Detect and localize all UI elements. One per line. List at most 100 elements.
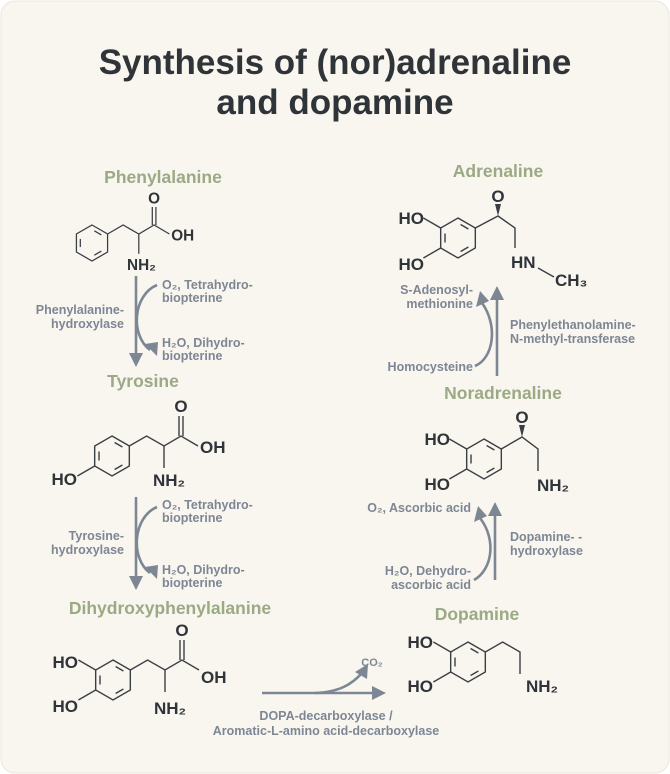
atom-o: O [174,397,187,416]
wedge-bond [519,425,525,437]
compound-name: Dihydroxyphenylalanine [69,598,272,618]
cofactor-arrow [473,517,492,582]
ring-double-bond [114,441,123,448]
arrow-head [355,664,368,679]
arrow-head [474,506,487,522]
dopamine-structure: HO HO NH₂ [408,633,559,696]
arrow-head [145,565,158,579]
bond [77,465,96,477]
compound-name: Tyrosine [107,371,179,391]
atom-ho: HO [408,677,434,696]
bond [537,267,555,278]
bond [423,247,442,259]
atom-ho: HO [425,430,451,449]
cofactor-in: O₂, Tetrahydro- [162,278,253,292]
compound-name: Phenylalanine [104,167,222,187]
phenylalanine: Phenylalanine O OH NH₂ [75,167,222,274]
reaction-phe-to-tyr: O₂, Tetrahydro- biopterine Phenylalanine… [36,276,253,367]
cofactor-out: H₂O, Dihydro- [162,336,245,350]
enzyme-label: Phenylalanine- [36,303,124,317]
ring-double-bond [114,464,123,471]
cofactor-arrow [474,302,494,368]
atom-oh: OH [201,668,227,687]
bond [484,641,521,674]
atom-nh2: NH₂ [127,257,156,274]
bond [433,671,452,683]
bond [433,641,452,653]
phenylalanine-structure: O OH NH₂ [75,190,194,274]
cofactor-in: H₂O, Dehydro- [385,564,471,578]
cofactor-arrow [314,672,363,695]
ring-double-bond [115,688,124,695]
atom-hn: HN [511,253,536,272]
reaction-tyr-to-dopa: O₂, Tetrahydro- biopterine Tyrosine- hyd… [51,497,253,590]
cofactor-arrow [135,505,158,575]
arrow-head [145,342,158,356]
enzyme-label: hydroxylase [51,317,124,331]
compound-name: Adrenaline [453,161,544,181]
cofactor-out: biopterine [162,349,222,363]
arrow-head [129,576,143,590]
compound-name: Dopamine [435,604,520,624]
cofactor-out: methionine [406,297,473,311]
cofactor-in: biopterine [162,511,222,525]
bond [500,436,539,471]
atom-o: O [175,621,188,640]
cofactor-in: biopterine [162,291,222,305]
atom-ho: HO [425,475,451,494]
ring-double-bond [470,670,479,677]
cofactor-in: ascorbic acid [391,578,471,592]
enzyme-label: hydroxylase [510,544,583,558]
bond [423,217,442,229]
atom-ho: HO [399,209,425,228]
arrow-head [490,286,504,300]
atom-nh2: NH₂ [154,699,186,718]
ring-double-bond [94,250,102,256]
wedge-bond [495,204,501,216]
atom-o: O [515,408,528,427]
cofactor-out: O₂, Ascorbic acid [367,501,471,515]
reaction-noradrenaline-to-adrenaline: Homocysteine S-Adenosyl- methionine Phen… [388,283,636,376]
enzyme-label: DOPA-decarboxylase / [259,709,393,723]
cofactor-out: biopterine [162,576,222,590]
atom-ho: HO [53,653,79,672]
arrow-head [476,291,489,307]
cofactor-out: S-Adenosyl- [400,283,473,297]
ring-double-bond [115,665,124,672]
dopa-structure: O OH NH₂ HO HO [53,621,227,718]
atom-ho: HO [408,633,434,652]
cofactor-in: Homocysteine [388,360,473,374]
enzyme-label: Phenylethanolamine- [510,318,636,332]
arrow-head [129,353,143,367]
enzyme-label: Tyrosine- [69,529,124,543]
dihydroxyphenylalanine: Dihydroxyphenylalanine O OH NH₂ HO HO [53,598,272,718]
adrenaline: Adrenaline O HO HO HN CH₃ [399,161,588,290]
enzyme-label: Aromatic-L-amino acid-decarboxylase [213,724,440,738]
noradrenaline: Noradrenaline O HO HO NH₂ [425,383,570,495]
atom-o: O [491,187,504,206]
atom-oh: OH [171,227,194,244]
ring-double-bond [460,223,469,230]
ring-double-bond [486,467,495,474]
tyrosine-structure: O OH NH₂ HO [52,397,226,490]
title-line-1: Synthesis of (nor)adrenaline [99,43,572,82]
cofactor-arrow [135,283,158,352]
bond [449,438,468,450]
reaction-dopa-to-dopamine: CO₂ DOPA-decarboxylase / Aromatic-L-amin… [213,657,440,738]
ring-double-bond [460,246,469,253]
bond [78,689,97,701]
compound-name: Noradrenaline [444,383,562,403]
tyrosine: Tyrosine O OH NH₂ HO [52,371,226,490]
enzyme-label: hydroxylase [51,543,124,557]
adrenaline-structure: O HO HO HN CH₃ [399,187,588,290]
atom-oh: OH [200,438,226,457]
enzyme-label: N-methyl-transferase [510,332,635,346]
cofactor-in: O₂, Tetrahydro- [162,498,253,512]
ring-double-bond [486,444,495,451]
dopamine: Dopamine HO HO NH₂ [408,604,559,696]
bond [474,215,516,248]
atom-nh2: NH₂ [526,677,558,696]
bond [449,468,468,480]
atom-nh2: NH₂ [153,471,185,490]
